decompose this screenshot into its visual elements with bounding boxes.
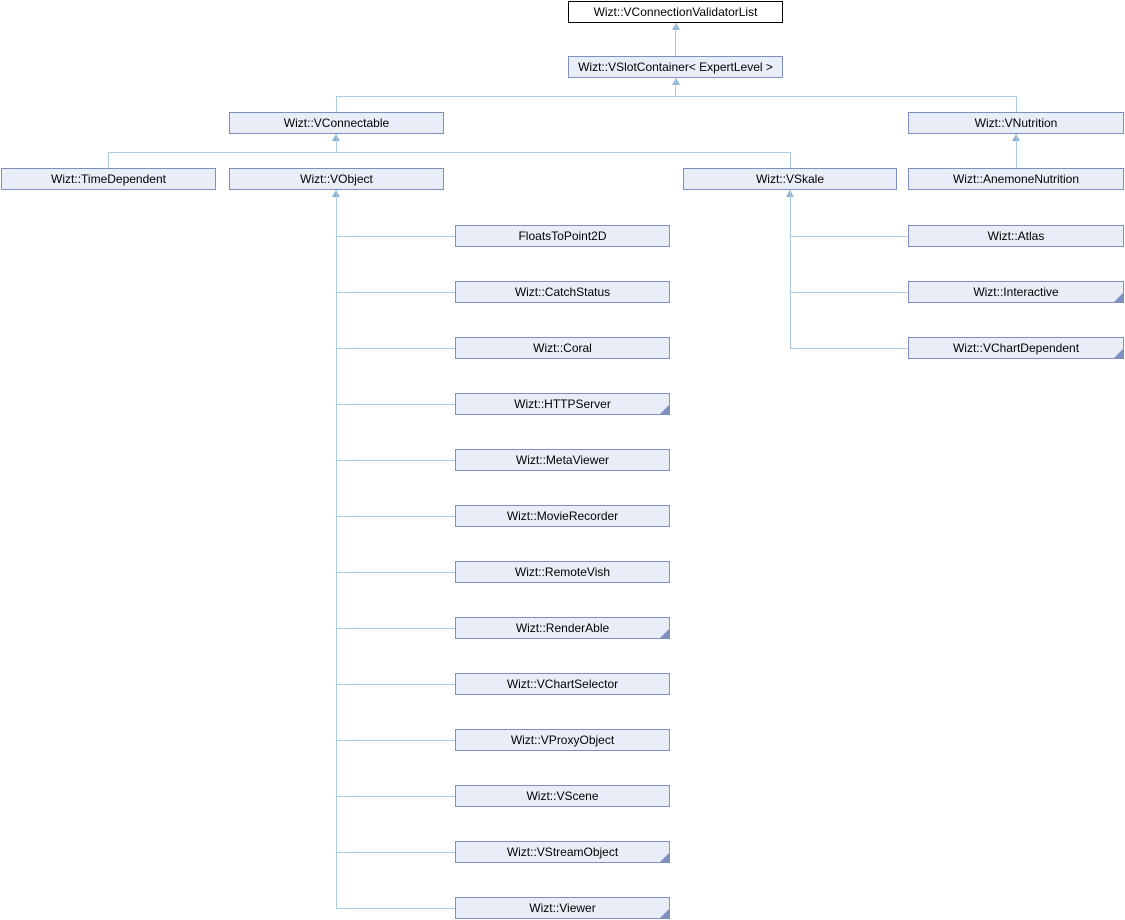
connector-vline — [790, 190, 791, 349]
node-wizt-viewer[interactable]: Wizt::Viewer — [455, 897, 670, 919]
connector-vline — [790, 152, 791, 168]
connector-hline — [337, 740, 455, 741]
node-wizt-coral[interactable]: Wizt::Coral — [455, 337, 670, 359]
node-wizt-vconnectionvalidatorlist: Wizt::VConnectionValidatorList — [568, 1, 783, 23]
node-label: Wizt::MovieRecorder — [506, 509, 619, 523]
truncation-corner-icon — [1114, 349, 1123, 358]
node-label: Wizt::RemoteVish — [514, 565, 611, 579]
connector-hline — [791, 292, 908, 293]
node-label: Wizt::VChartSelector — [506, 677, 619, 691]
connector-hline — [108, 152, 791, 153]
connector-hline — [791, 348, 908, 349]
node-label: Wizt::VStreamObject — [506, 845, 619, 859]
node-wizt-vnutrition[interactable]: Wizt::VNutrition — [908, 112, 1124, 134]
node-floatstopoint2d[interactable]: FloatsToPoint2D — [455, 225, 670, 247]
connector-hline — [337, 852, 455, 853]
node-label: Wizt::VConnectable — [283, 116, 390, 130]
node-wizt-vchartdependent[interactable]: Wizt::VChartDependent — [908, 337, 1124, 359]
connector-hline — [337, 628, 455, 629]
node-wizt-vproxyobject[interactable]: Wizt::VProxyObject — [455, 729, 670, 751]
connector-hline — [337, 348, 455, 349]
node-wizt-vchartselector[interactable]: Wizt::VChartSelector — [455, 673, 670, 695]
node-label: Wizt::VProxyObject — [510, 733, 615, 747]
node-label: Wizt::Atlas — [987, 229, 1045, 243]
connector-hline — [336, 96, 1017, 97]
node-wizt-remotevish[interactable]: Wizt::RemoteVish — [455, 561, 670, 583]
connector-vline — [1016, 134, 1017, 168]
node-label: Wizt::VChartDependent — [952, 341, 1080, 355]
node-label: Wizt::HTTPServer — [514, 397, 611, 411]
node-wizt-vconnectable[interactable]: Wizt::VConnectable — [229, 112, 444, 134]
connector-hline — [337, 796, 455, 797]
node-label: Wizt::VSkale — [755, 172, 824, 186]
node-label: Wizt::RenderAble — [515, 621, 610, 635]
connector-vline — [675, 23, 676, 56]
connector-hline — [337, 292, 455, 293]
node-wizt-timedependent[interactable]: Wizt::TimeDependent — [1, 168, 216, 190]
connector-hline — [337, 404, 455, 405]
node-wizt-vscene[interactable]: Wizt::VScene — [455, 785, 670, 807]
node-label: Wizt::TimeDependent — [51, 172, 166, 186]
node-wizt-atlas[interactable]: Wizt::Atlas — [908, 225, 1124, 247]
connector-hline — [337, 572, 455, 573]
inheritance-arrow-icon — [672, 78, 680, 85]
connector-hline — [791, 236, 908, 237]
truncation-corner-icon — [660, 909, 669, 918]
node-label: Wizt::CatchStatus — [514, 285, 611, 299]
connector-hline — [337, 516, 455, 517]
node-wizt-httpserver[interactable]: Wizt::HTTPServer — [455, 393, 670, 415]
node-label: Wizt::VSlotContainer< ExpertLevel > — [578, 60, 773, 74]
node-wizt-vslotcontainer[interactable]: Wizt::VSlotContainer< ExpertLevel > — [568, 56, 783, 78]
node-wizt-metaviewer[interactable]: Wizt::MetaViewer — [455, 449, 670, 471]
connector-vline — [108, 152, 109, 168]
truncation-corner-icon — [660, 405, 669, 414]
truncation-corner-icon — [1114, 293, 1123, 302]
node-wizt-renderable[interactable]: Wizt::RenderAble — [455, 617, 670, 639]
node-label: Wizt::MetaViewer — [515, 453, 610, 467]
node-label: Wizt::Interactive — [973, 285, 1059, 299]
node-label: Wizt::VNutrition — [974, 116, 1058, 130]
connector-vline — [675, 78, 676, 96]
connector-hline — [337, 684, 455, 685]
node-label: Wizt::Viewer — [529, 901, 596, 915]
connector-hline — [337, 908, 455, 909]
node-label: FloatsToPoint2D — [518, 229, 607, 243]
connector-vline — [336, 96, 337, 112]
connector-vline — [336, 190, 337, 909]
node-wizt-movierecorder[interactable]: Wizt::MovieRecorder — [455, 505, 670, 527]
node-wizt-interactive[interactable]: Wizt::Interactive — [908, 281, 1124, 303]
connector-vline — [1016, 96, 1017, 112]
connector-vline — [336, 134, 337, 152]
truncation-corner-icon — [660, 629, 669, 638]
node-label: Wizt::Coral — [533, 341, 592, 355]
node-wizt-catchstatus[interactable]: Wizt::CatchStatus — [455, 281, 670, 303]
node-wizt-vstreamobject[interactable]: Wizt::VStreamObject — [455, 841, 670, 863]
node-label: Wizt::VObject — [300, 172, 373, 186]
node-label: Wizt::VScene — [526, 789, 599, 803]
connector-hline — [337, 236, 455, 237]
node-wizt-vskale[interactable]: Wizt::VSkale — [683, 168, 897, 190]
inheritance-arrow-icon — [672, 23, 680, 30]
truncation-corner-icon — [660, 853, 669, 862]
node-wizt-anemonenutrition[interactable]: Wizt::AnemoneNutrition — [908, 168, 1124, 190]
node-label: Wizt::VConnectionValidatorList — [593, 5, 758, 19]
connector-hline — [337, 460, 455, 461]
node-label: Wizt::AnemoneNutrition — [952, 172, 1080, 186]
node-wizt-vobject[interactable]: Wizt::VObject — [229, 168, 444, 190]
